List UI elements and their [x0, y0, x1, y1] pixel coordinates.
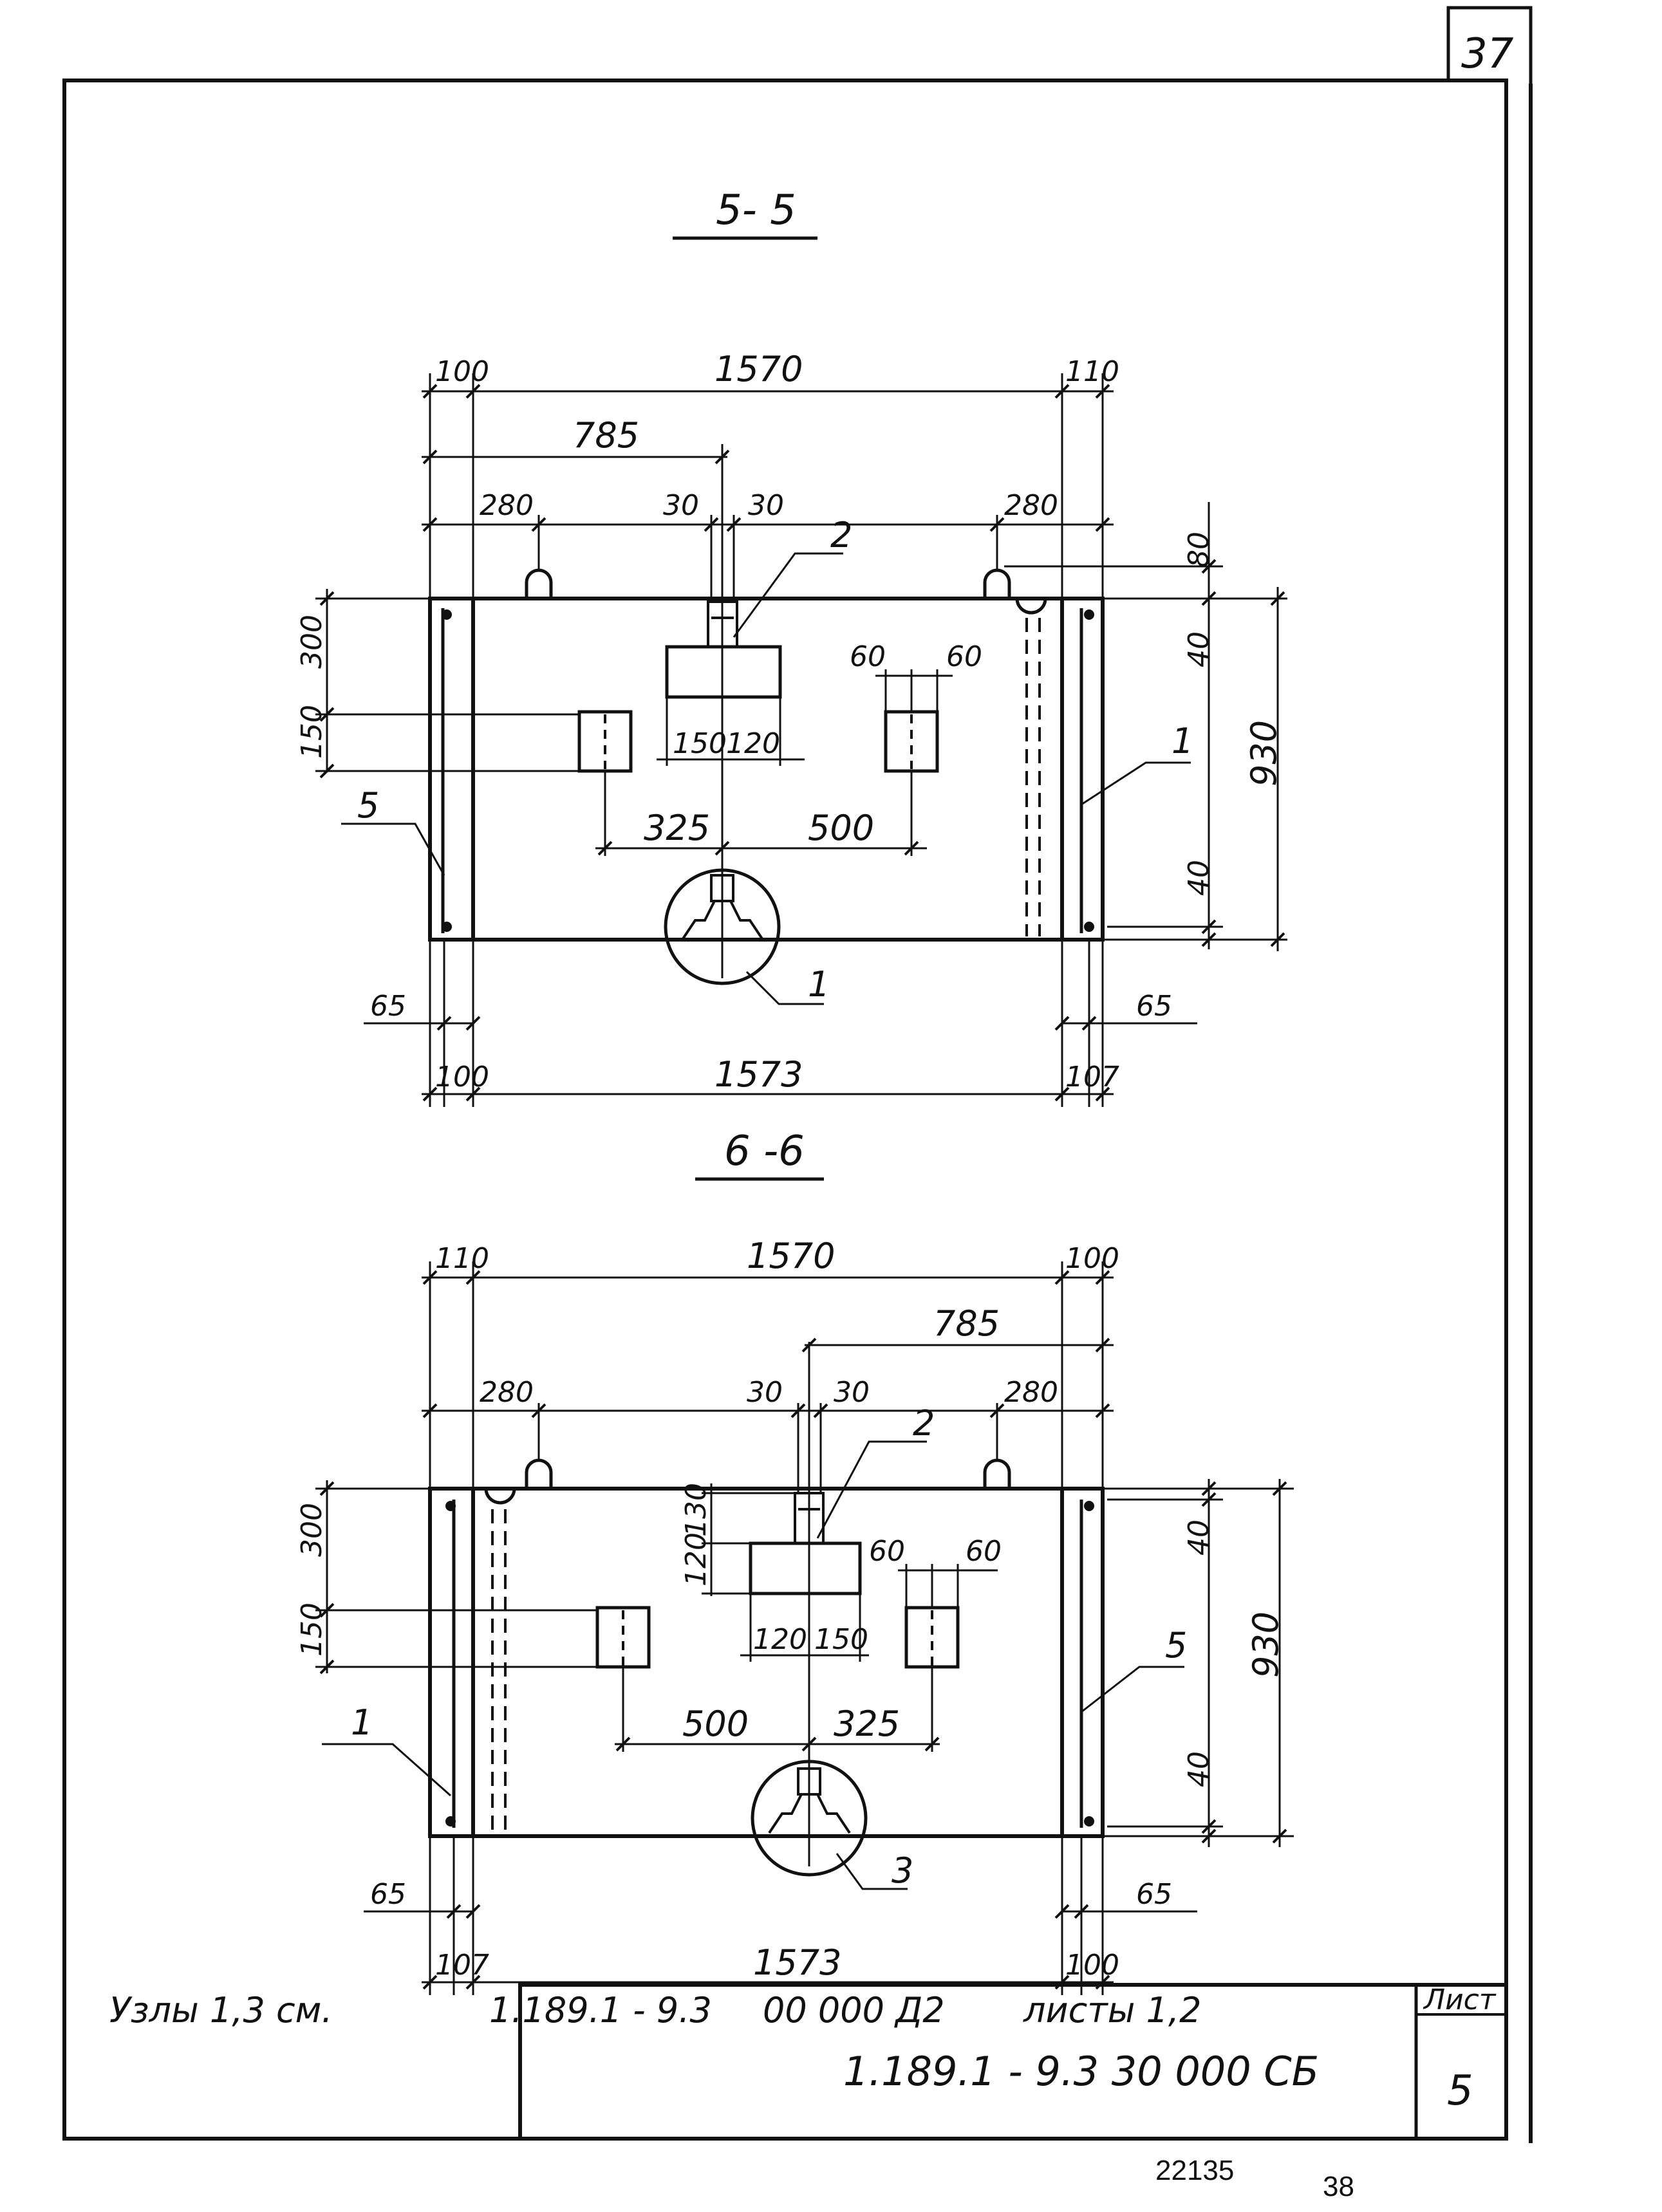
- callout-node: 3: [892, 1850, 913, 1891]
- dim-cleat-gap-left: 60: [869, 1535, 905, 1568]
- section-5-5: 5- 5: [295, 187, 1287, 1107]
- lifting-loop-right: [983, 568, 1011, 599]
- lifting-loop-left: [525, 1458, 553, 1489]
- stamp-sheet-label: Лист: [1423, 1984, 1497, 2016]
- dim-bottom-left: 107: [435, 1949, 489, 1982]
- corner-number-box: [1446, 6, 1533, 84]
- dim-bottom-left: 100: [435, 1061, 489, 1093]
- section-6-6: 6 -6: [295, 1128, 1294, 1995]
- dim-pad-left: 30: [663, 489, 699, 522]
- dim-left-upper: 300: [295, 615, 328, 669]
- dim-pad-right: 30: [748, 489, 784, 522]
- dim-half: 785: [933, 1303, 1000, 1344]
- callout-bar: 1: [351, 1702, 373, 1743]
- dim-bottom-cover: 40: [1182, 1751, 1215, 1787]
- dim-bottom-right-edge: 65: [1136, 1878, 1172, 1911]
- dim-right-loop: 280: [1004, 1376, 1058, 1409]
- archive-number: 22135: [1155, 2155, 1234, 2186]
- dim-offset-left: 500: [682, 1704, 749, 1744]
- dim-right-loop: 280: [1004, 489, 1058, 522]
- embedded-pad: [749, 1541, 862, 1595]
- dim-pad-right: 30: [834, 1376, 870, 1409]
- dim-pad-height-lower: 120: [680, 1532, 713, 1586]
- lifting-loop-right: [983, 1458, 1011, 1489]
- note-code: 00 000 Д2: [763, 1990, 945, 2031]
- corner-sheet-number: 37: [1461, 30, 1514, 78]
- dim-offset-right: 325: [834, 1704, 900, 1744]
- dim-left-lower: 150: [295, 1603, 328, 1657]
- embedded-pad: [665, 645, 782, 699]
- note-prefix: Узлы 1,3 см.: [109, 1990, 333, 2031]
- callout-pad: 2: [913, 1403, 935, 1444]
- callout-node: 1: [808, 964, 830, 1005]
- stamp-sheet-number: 5: [1447, 2067, 1473, 2115]
- dim-top-cover: 40: [1182, 1520, 1215, 1556]
- lifting-loop-left: [525, 568, 553, 599]
- dim-top-cover: 40: [1182, 631, 1215, 667]
- stamp-document-code: 1.189.1 - 9.3 30 000 СБ: [843, 2048, 1319, 2095]
- dim-top-left: 100: [435, 355, 489, 388]
- callout-pad: 2: [830, 515, 852, 555]
- dim-bottom-right: 100: [1065, 1949, 1119, 1982]
- note-reference: 1.189.1 - 9.3: [489, 1990, 712, 2031]
- dim-bottom-right-edge: 65: [1136, 990, 1172, 1023]
- dim-plate-left: 150: [673, 727, 727, 760]
- section-title-6-6: 6 -6: [724, 1128, 805, 1175]
- dim-bottom-total: 1573: [714, 1054, 803, 1095]
- dim-cleat-gap-right: 60: [966, 1535, 1002, 1568]
- callout-bar: 1: [1172, 721, 1193, 761]
- callout-angle: 5: [1165, 1625, 1187, 1666]
- reference-note: Узлы 1,3 см. 1.189.1 - 9.3 00 000 Д2 лис…: [109, 1990, 1201, 2031]
- dim-loop-height: 80: [1182, 532, 1215, 568]
- block-body: [428, 1487, 1105, 1838]
- dim-bottom-right: 107: [1065, 1061, 1119, 1093]
- dim-plate-left: 120: [753, 1623, 807, 1656]
- dim-pad-left: 30: [747, 1376, 783, 1409]
- callout-angle: 5: [357, 785, 379, 826]
- dim-plate-right: 150: [814, 1623, 868, 1656]
- dim-bottom-cover: 40: [1182, 860, 1215, 896]
- dim-pad-height-upper: 130: [680, 1483, 713, 1537]
- dim-top-right: 110: [1065, 355, 1119, 388]
- dim-top-right: 100: [1065, 1242, 1119, 1275]
- dim-left-upper: 300: [295, 1503, 328, 1557]
- dim-left-loop: 280: [480, 489, 534, 522]
- dim-height-total: 930: [1244, 720, 1284, 786]
- dim-offset-left: 325: [644, 808, 710, 848]
- dim-left-lower: 150: [295, 705, 328, 759]
- dim-top-left: 110: [435, 1242, 489, 1275]
- dim-top-total: 1570: [714, 349, 803, 389]
- dim-bottom-total: 1573: [753, 1942, 841, 1983]
- dim-offset-right: 500: [808, 808, 874, 848]
- dim-cleat-gap-left: 60: [850, 640, 886, 673]
- dim-bottom-left-edge: 65: [370, 990, 406, 1023]
- title-block: [518, 1983, 1508, 2141]
- dim-left-loop: 280: [480, 1376, 534, 1409]
- dim-cleat-gap-right: 60: [946, 640, 982, 673]
- page-number: 38: [1323, 2171, 1354, 2202]
- section-title-5-5: 5- 5: [716, 187, 796, 234]
- dim-bottom-left-edge: 65: [370, 1878, 406, 1911]
- block-body: [428, 597, 1105, 942]
- dim-plate-right: 120: [726, 727, 780, 760]
- dim-half: 785: [573, 415, 639, 456]
- note-suffix: листы 1,2: [1023, 1990, 1201, 2031]
- dim-top-total: 1570: [747, 1236, 835, 1276]
- dim-height-total: 930: [1246, 1612, 1286, 1678]
